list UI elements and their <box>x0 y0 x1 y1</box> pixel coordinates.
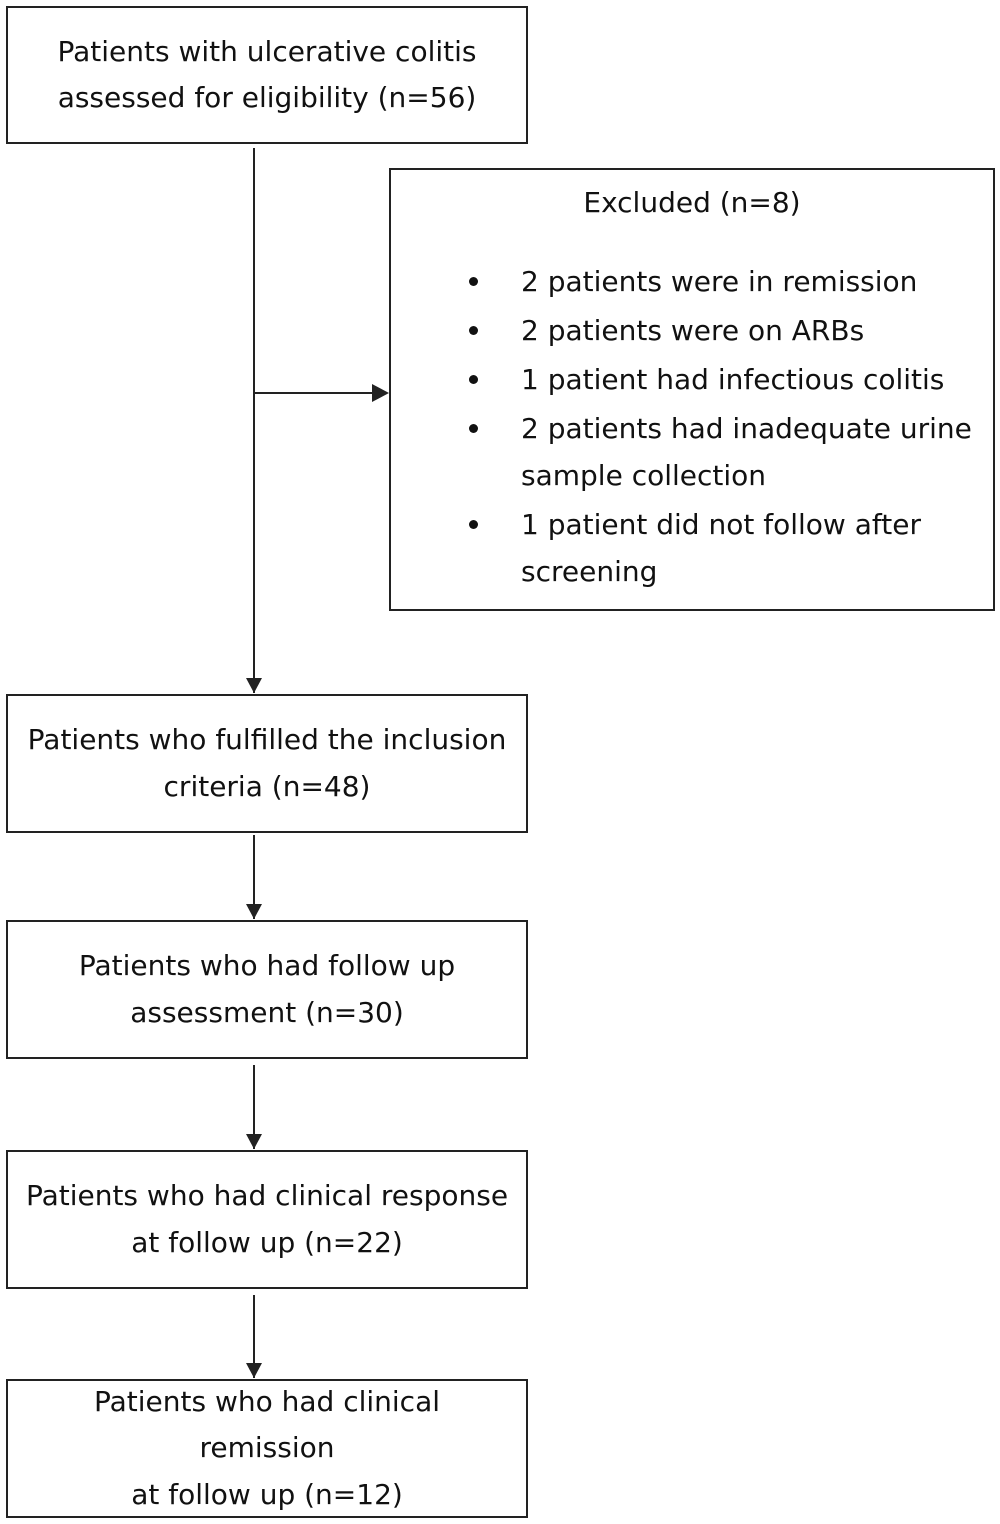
box-assessed-eligibility: Patients with ulcerative colitis assesse… <box>6 6 528 144</box>
bullet-icon <box>469 326 478 335</box>
box-response-line-2: at follow up (n=22) <box>131 1225 403 1259</box>
bullet-icon <box>469 277 478 286</box>
arrowhead-excluded <box>372 384 389 402</box>
excluded-item-text: 2 patients had inadequate urine sample c… <box>521 412 972 492</box>
box-excluded: Excluded (n=8) 2 patients were in remiss… <box>389 168 995 611</box>
excluded-item: 1 patient had infectious colitis <box>391 356 993 403</box>
excluded-item: 2 patients had inadequate urine sample c… <box>391 405 993 499</box>
excluded-item-text: 2 patients were on ARBs <box>521 314 865 347</box>
excluded-list: 2 patients were in remission 2 patients … <box>391 258 993 597</box>
box-clinical-response: Patients who had clinical response at fo… <box>6 1150 528 1289</box>
excluded-item: 1 patient did not follow after screening <box>391 501 993 595</box>
box-remission-line-1: Patients who had clinical remission <box>93 1385 441 1465</box>
box-assessed-line-2: assessed for eligibility (n=56) <box>57 81 477 114</box>
excluded-title: Excluded (n=8) <box>583 186 801 219</box>
bullet-icon <box>469 520 478 529</box>
box-followup-line-2: assessment (n=30) <box>130 995 404 1029</box>
box-remission-line-2: at follow up (n=12) <box>131 1477 403 1511</box>
excluded-item-text: 1 patient did not follow after screening <box>521 508 921 588</box>
box-included-line-1: Patients who fulfilled the inclusion <box>27 723 507 757</box>
bullet-icon <box>469 424 478 433</box>
box-follow-up-assessment: Patients who had follow up assessment (n… <box>6 920 528 1059</box>
box-inclusion-criteria: Patients who fulfilled the inclusion cri… <box>6 694 528 833</box>
box-clinical-remission: Patients who had clinical remission at f… <box>6 1379 528 1518</box>
excluded-item: 2 patients were in remission <box>391 258 993 305</box>
box-response-line-1: Patients who had clinical response <box>25 1179 509 1213</box>
box-included-line-2: criteria (n=48) <box>163 769 371 803</box>
excluded-item: 2 patients were on ARBs <box>391 307 993 354</box>
excluded-item-text: 2 patients were in remission <box>521 265 918 298</box>
bullet-icon <box>469 375 478 384</box>
excluded-item-text: 1 patient had infectious colitis <box>521 363 945 396</box>
box-assessed-line-1: Patients with ulcerative colitis <box>57 34 477 68</box>
box-followup-line-1: Patients who had follow up <box>78 949 456 983</box>
